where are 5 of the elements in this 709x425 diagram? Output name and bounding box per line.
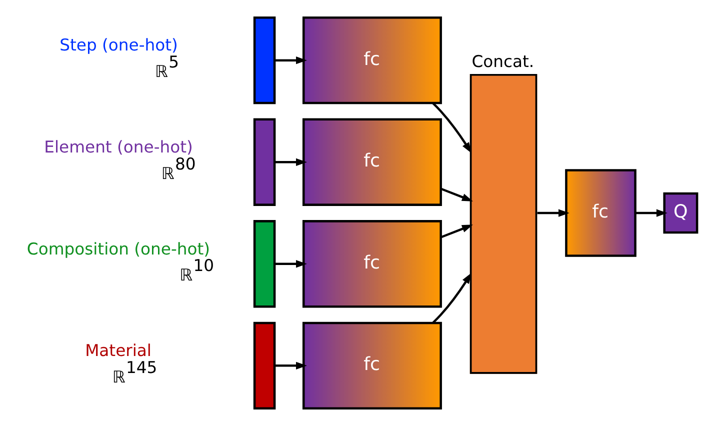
node-label: Step (one-hot) xyxy=(60,35,178,54)
node-label: Composition (one-hot) xyxy=(26,238,210,258)
node-label: Concat. xyxy=(472,52,534,71)
node-label: Material xyxy=(85,340,152,360)
node-label: Element (one-hot) xyxy=(44,136,193,156)
